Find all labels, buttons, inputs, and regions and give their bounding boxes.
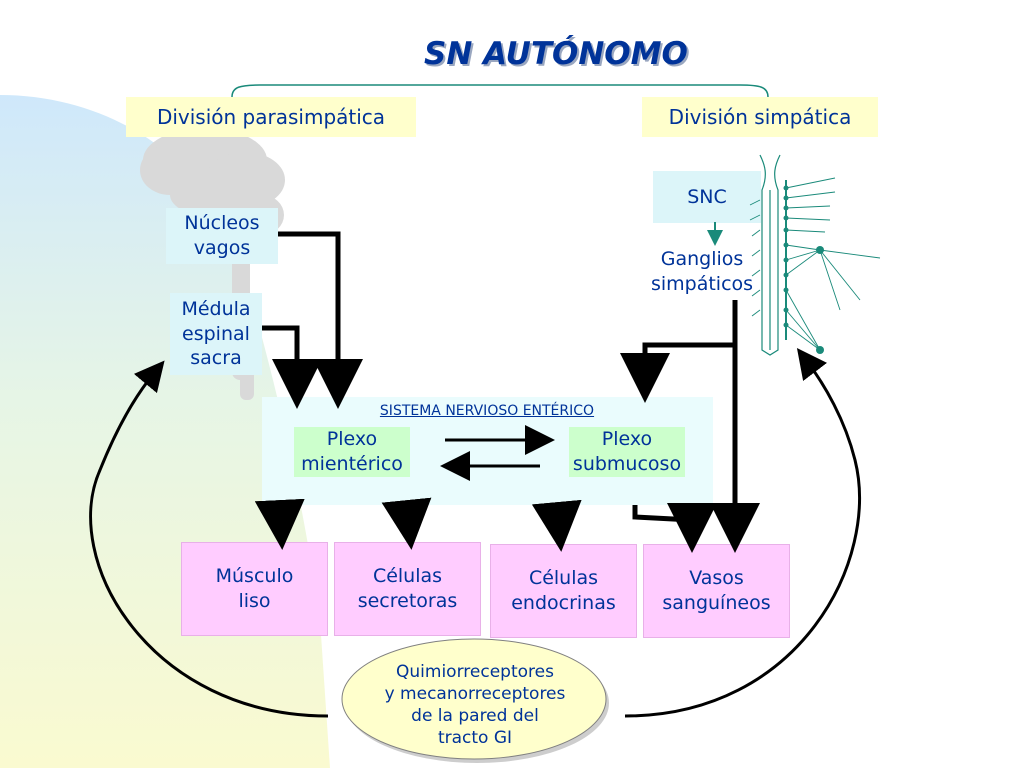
enteric-to-endocrine-arrow bbox=[531, 499, 582, 552]
sacral-to-enteric-arrow bbox=[262, 325, 322, 409]
receptors-label: Quimiorreceptores y mecanorreceptores de… bbox=[384, 661, 566, 749]
sacral-spinal-cord-box: Médula espinal sacra bbox=[170, 293, 262, 375]
enteric-system-label: SISTEMA NERVIOSO ENTÉRICO bbox=[379, 403, 595, 419]
sympathetic-division-label: División simpática bbox=[642, 97, 878, 137]
receptor-feedback-left-arrow bbox=[89, 360, 329, 718]
submucosal-plexus-box: Plexo submucoso bbox=[569, 427, 685, 477]
endocrine-cells-box: Células endocrinas bbox=[490, 544, 637, 638]
page-title: SN AUTÓNOMO bbox=[424, 36, 688, 72]
parasympathetic-division-label: División parasimpática bbox=[126, 97, 416, 137]
enteric-to-vessels-arrow bbox=[632, 503, 717, 553]
blood-vessels-box: Vasos sanguíneos bbox=[643, 544, 790, 638]
enteric-to-secretory-arrow bbox=[381, 497, 432, 550]
receptor-feedback-right-arrow bbox=[624, 348, 861, 718]
vagal-nuclei-box: Núcleos vagos bbox=[166, 208, 278, 264]
myenteric-plexus-box: Plexo mientérico bbox=[294, 427, 410, 477]
smooth-muscle-box: Músculo liso bbox=[181, 542, 328, 636]
secretory-cells-box: Células secretoras bbox=[334, 542, 481, 636]
sympathetic-ganglia-box: Ganglios simpáticos bbox=[650, 248, 754, 295]
spinal-cord-illustration bbox=[749, 154, 881, 356]
vagal-to-enteric-arrow bbox=[278, 231, 363, 409]
ganglia-to-enteric-arrow bbox=[620, 342, 735, 403]
title-bracket bbox=[231, 84, 769, 98]
enteric-to-muscle-arrow bbox=[254, 498, 305, 550]
cns-box: SNC bbox=[653, 171, 761, 223]
